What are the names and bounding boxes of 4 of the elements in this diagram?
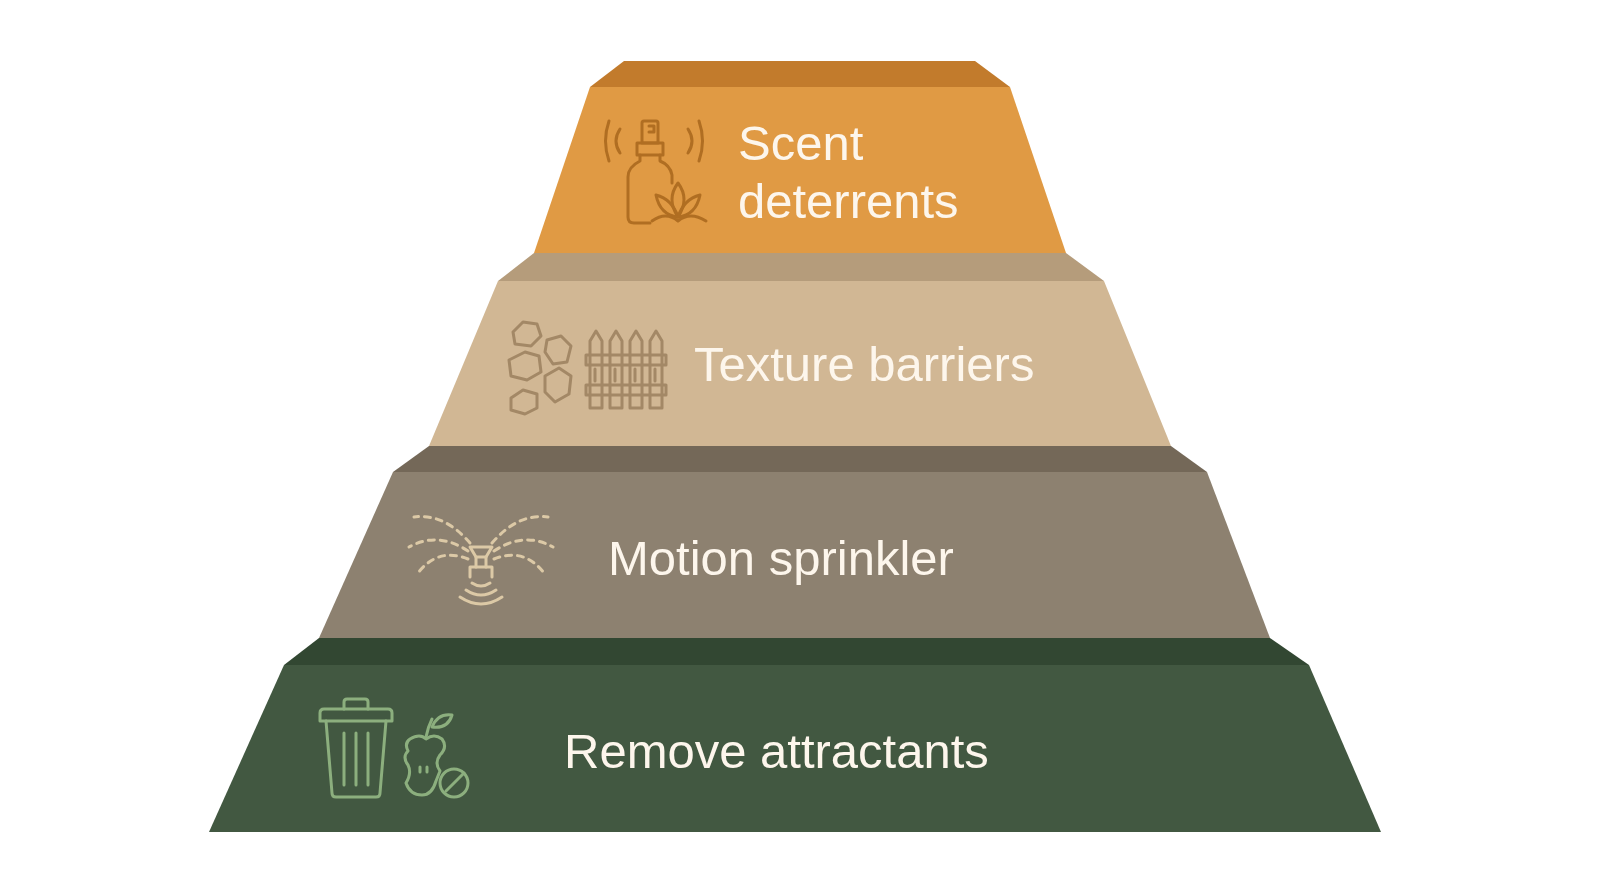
tier-label: Remove attractants [564,723,989,780]
tier-label: Texture barriers [694,336,1035,393]
tier-label: Motion sprinkler [608,530,954,587]
tier-label: Scent deterrents [738,115,960,230]
